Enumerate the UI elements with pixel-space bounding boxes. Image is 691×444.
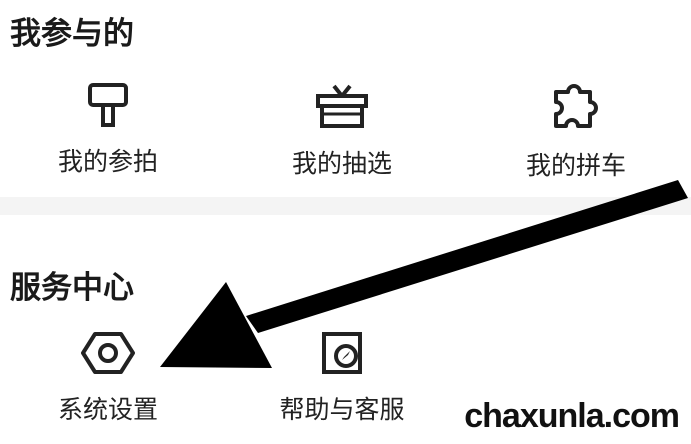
system-settings-item[interactable]: 系统设置 [28, 330, 188, 426]
my-lottery-label: 我的抽选 [291, 149, 392, 178]
puzzle-icon [554, 84, 598, 128]
hammer-icon [88, 83, 128, 127]
section-title-service-center: 服务中心 [10, 270, 134, 306]
system-settings-label: 系统设置 [57, 395, 158, 424]
settings-hexagon-icon [81, 332, 135, 374]
my-carpool-label: 我的拼车 [525, 151, 626, 180]
watermark: chaxunla.com [460, 397, 683, 436]
help-support-item[interactable]: 帮助与客服 [262, 330, 422, 426]
compass-help-icon [322, 332, 362, 374]
section-title-participated: 我参与的 [10, 16, 134, 52]
section-divider [0, 197, 691, 215]
my-auction-item[interactable]: 我的参拍 [28, 82, 188, 178]
my-lottery-item[interactable]: 我的抽选 [262, 82, 422, 180]
gift-icon [316, 84, 368, 128]
my-carpool-item[interactable]: 我的拼车 [496, 82, 656, 182]
help-support-label: 帮助与客服 [279, 395, 405, 424]
my-auction-label: 我的参拍 [57, 147, 158, 176]
